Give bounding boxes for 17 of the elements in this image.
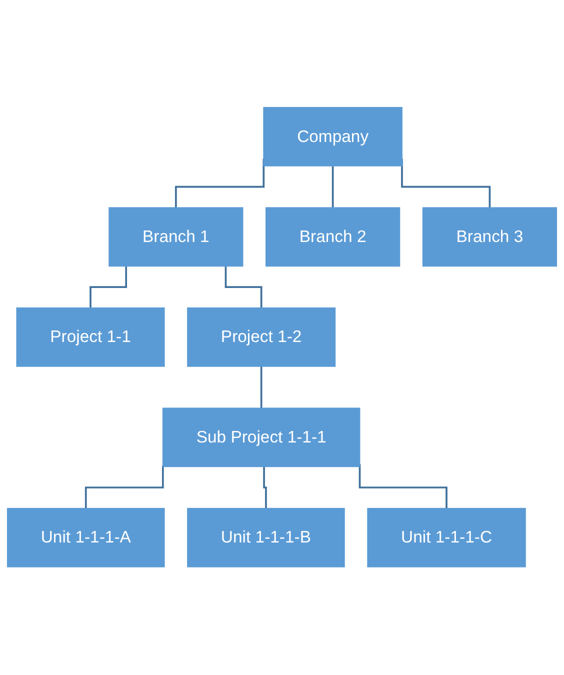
connector xyxy=(358,464,448,510)
node-box: Branch 1 xyxy=(108,208,244,267)
node-box: Project 1-2 xyxy=(187,308,336,368)
node-box: Branch 2 xyxy=(266,208,400,267)
node-box: Company xyxy=(263,107,402,167)
connector xyxy=(332,166,334,209)
node-box: Unit 1-1-1-A xyxy=(6,508,165,568)
connector xyxy=(260,366,262,410)
node-box: Project 1-1 xyxy=(16,308,165,368)
node-box: Unit 1-1-1-B xyxy=(187,508,345,568)
node-box: Unit 1-1-1-C xyxy=(367,508,526,568)
node-box: Branch 3 xyxy=(422,208,558,267)
connector xyxy=(84,466,164,510)
connector xyxy=(90,266,128,310)
connector xyxy=(263,466,267,510)
connector xyxy=(224,266,262,310)
node-box: Sub Project 1-1-1 xyxy=(162,408,360,468)
